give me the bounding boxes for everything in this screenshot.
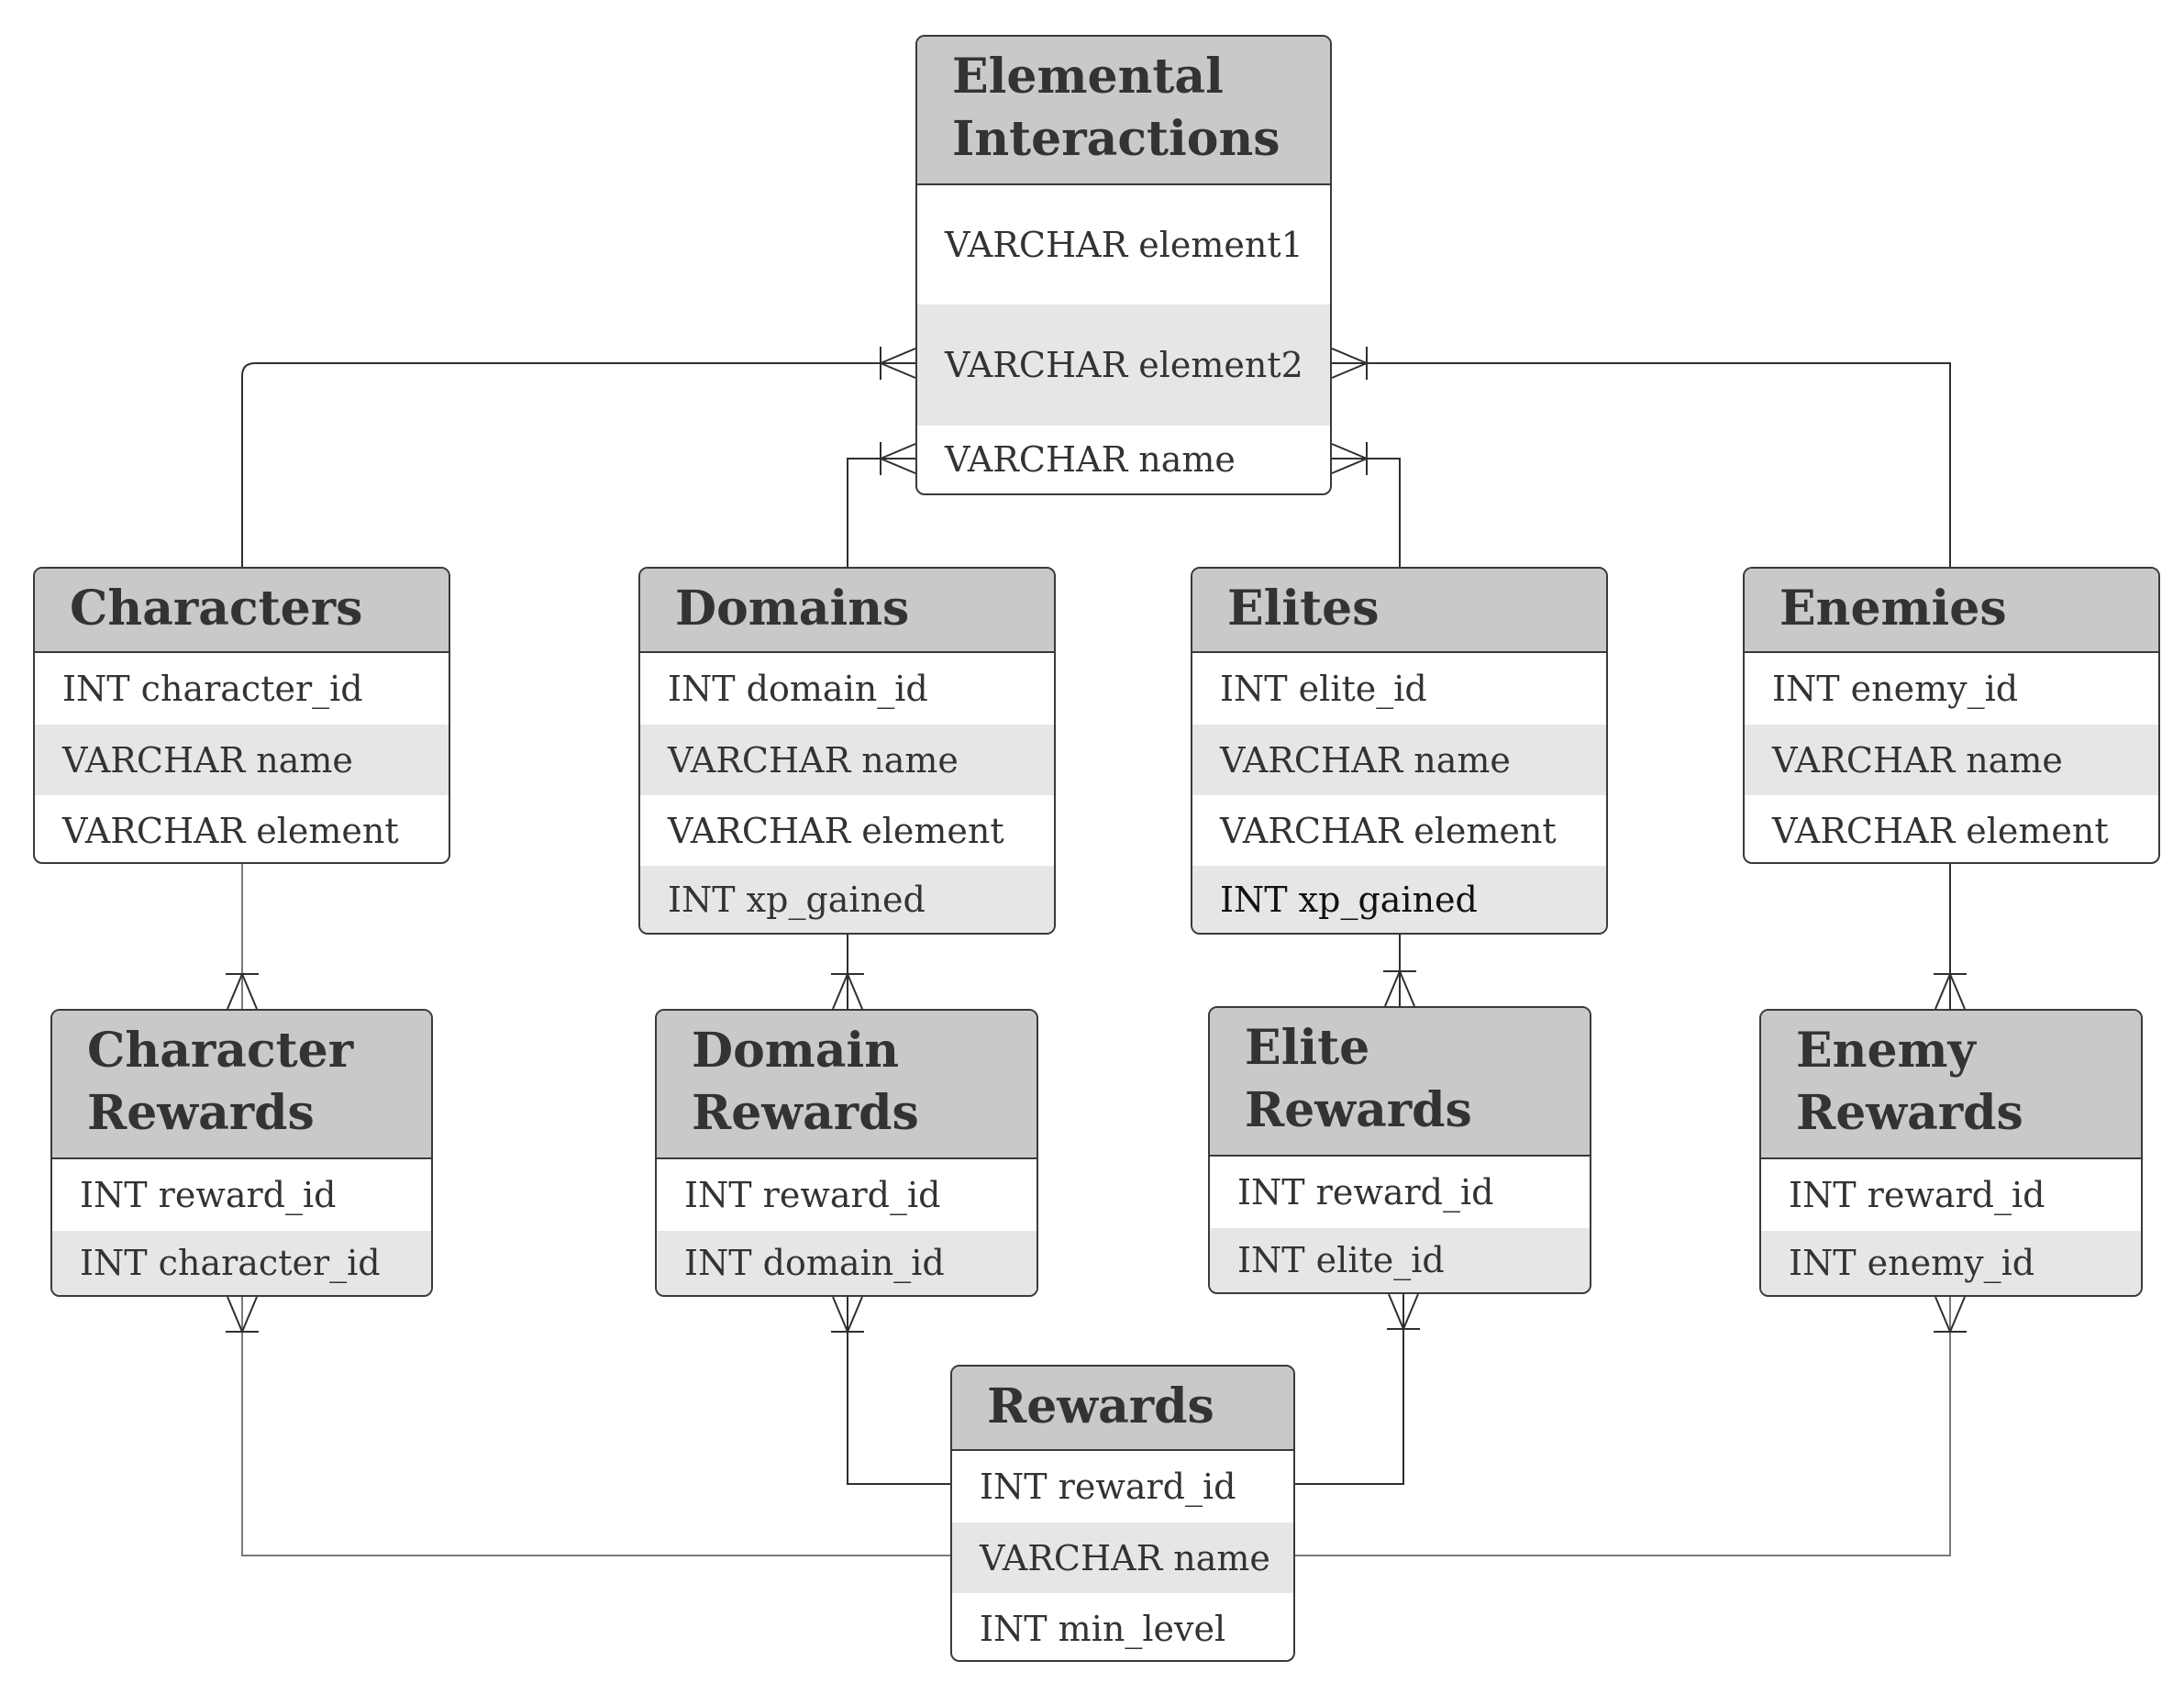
crowfoot-domain-rewards-top (831, 973, 864, 1010)
title-line-2: Rewards (692, 1085, 919, 1141)
attribute-row: VARCHAR element1 (945, 225, 1303, 265)
rel-elites-elemental (1332, 458, 1401, 567)
attribute-row: VARCHAR name (640, 725, 1054, 795)
entity-character-rewards[interactable]: Character Rewards INT reward_id INT char… (50, 1009, 433, 1297)
entity-title: Elemental Interactions (917, 37, 1330, 185)
title-line-2: Interactions (952, 111, 1280, 167)
entity-domains[interactable]: Domains INT domain_id VARCHAR name VARCH… (638, 567, 1056, 935)
rel-rewards-elite-rewards (1295, 1294, 1404, 1485)
entity-title: Enemy Rewards (1761, 1011, 2141, 1159)
attribute-row: INT reward_id (1789, 1175, 2045, 1215)
attribute-row: INT min_level (980, 1608, 1226, 1649)
title-line-2: Rewards (1245, 1082, 1472, 1138)
entity-elemental-interactions[interactable]: Elemental Interactions VARCHAR element1 … (915, 35, 1332, 495)
attribute-row: INT enemy_id (1772, 669, 2019, 709)
attribute-row: VARCHAR element (62, 810, 399, 851)
crowfoot-enemy-rewards-bottom (1934, 1296, 1967, 1333)
attribute-row: VARCHAR name (945, 439, 1236, 480)
attribute-row: INT xp_gained (640, 866, 1054, 933)
attribute-row: INT elite_id (1220, 669, 1427, 709)
title-line-1: Domain (692, 1023, 900, 1079)
attribute-row: INT character_id (62, 669, 363, 709)
attribute-row: INT character_id (52, 1231, 431, 1295)
title-line-1: Characters (70, 581, 363, 637)
attribute-row: INT reward_id (980, 1467, 1236, 1507)
title-line-1: Elemental (952, 49, 1224, 105)
attribute-row: INT reward_id (80, 1175, 337, 1215)
entity-elite-rewards[interactable]: Elite Rewards INT reward_id INT elite_id (1208, 1006, 1591, 1294)
rel-rewards-character-rewards (241, 1297, 950, 1556)
entity-title: Character Rewards (52, 1011, 431, 1159)
rel-rewards-enemy-rewards (1295, 1297, 1951, 1556)
entity-elites[interactable]: Elites INT elite_id VARCHAR name VARCHAR… (1191, 567, 1608, 935)
attribute-row: INT reward_id (684, 1175, 941, 1215)
attribute-row: VARCHAR element (1772, 810, 2109, 851)
attribute-row: INT reward_id (1237, 1172, 1494, 1212)
crowfoot-domain-rewards-bottom (831, 1296, 864, 1333)
crowfoot-domains-elemental (880, 442, 916, 475)
entity-enemy-rewards[interactable]: Enemy Rewards INT reward_id INT enemy_id (1759, 1009, 2143, 1297)
title-line-1: Elites (1227, 581, 1380, 637)
attribute-row: INT xp_gained (1192, 866, 1606, 933)
attribute-row: VARCHAR name (1745, 725, 2158, 795)
crowfoot-enemies-elemental (1331, 347, 1368, 380)
attribute-row: VARCHAR name (952, 1522, 1293, 1593)
entity-title: Elites (1192, 569, 1606, 653)
crowfoot-enemy-rewards-top (1934, 973, 1967, 1010)
rel-enemies-elemental (1332, 362, 1951, 567)
title-line-2: Rewards (87, 1085, 315, 1141)
entity-title: Elite Rewards (1210, 1008, 1590, 1157)
attribute-row: INT domain_id (668, 669, 928, 709)
attribute-row: VARCHAR name (35, 725, 449, 795)
attribute-row: VARCHAR element2 (917, 304, 1330, 426)
entity-rewards[interactable]: Rewards INT reward_id VARCHAR name INT m… (950, 1365, 1295, 1662)
crowfoot-elite-rewards-top (1383, 970, 1416, 1007)
entity-title: Rewards (952, 1367, 1293, 1451)
attribute-row: VARCHAR element (1220, 810, 1557, 851)
crowfoot-elites-elemental (1331, 442, 1368, 475)
crowfoot-characters-elemental (880, 347, 916, 380)
entity-title: Domains (640, 569, 1054, 653)
attribute-row: INT enemy_id (1761, 1231, 2141, 1295)
crowfoot-character-rewards-bottom (226, 1296, 259, 1333)
attribute-row: INT domain_id (657, 1231, 1037, 1295)
title-line-1: Character (87, 1023, 354, 1079)
entity-title: Domain Rewards (657, 1011, 1037, 1159)
rel-domains-elemental (847, 458, 915, 567)
crowfoot-character-rewards-top (226, 973, 259, 1010)
title-line-1: Enemies (1779, 581, 2007, 637)
entity-enemies[interactable]: Enemies INT enemy_id VARCHAR name VARCHA… (1743, 567, 2160, 864)
attribute-row: VARCHAR element (668, 810, 1004, 851)
title-line-1: Domains (675, 581, 910, 637)
entity-characters[interactable]: Characters INT character_id VARCHAR name… (33, 567, 450, 864)
entity-title: Enemies (1745, 569, 2158, 653)
crowfoot-elite-rewards-bottom (1387, 1293, 1420, 1330)
title-line-1: Rewards (987, 1378, 1214, 1434)
attribute-row: VARCHAR name (1192, 725, 1606, 795)
title-line-2: Rewards (1796, 1085, 2023, 1141)
entity-title: Characters (35, 569, 449, 653)
rel-characters-elemental (241, 362, 915, 567)
entity-domain-rewards[interactable]: Domain Rewards INT reward_id INT domain_… (655, 1009, 1038, 1297)
title-line-1: Elite (1245, 1020, 1370, 1076)
attribute-row: INT elite_id (1210, 1228, 1590, 1292)
rel-rewards-domain-rewards (847, 1297, 950, 1485)
title-line-1: Enemy (1796, 1023, 1976, 1079)
